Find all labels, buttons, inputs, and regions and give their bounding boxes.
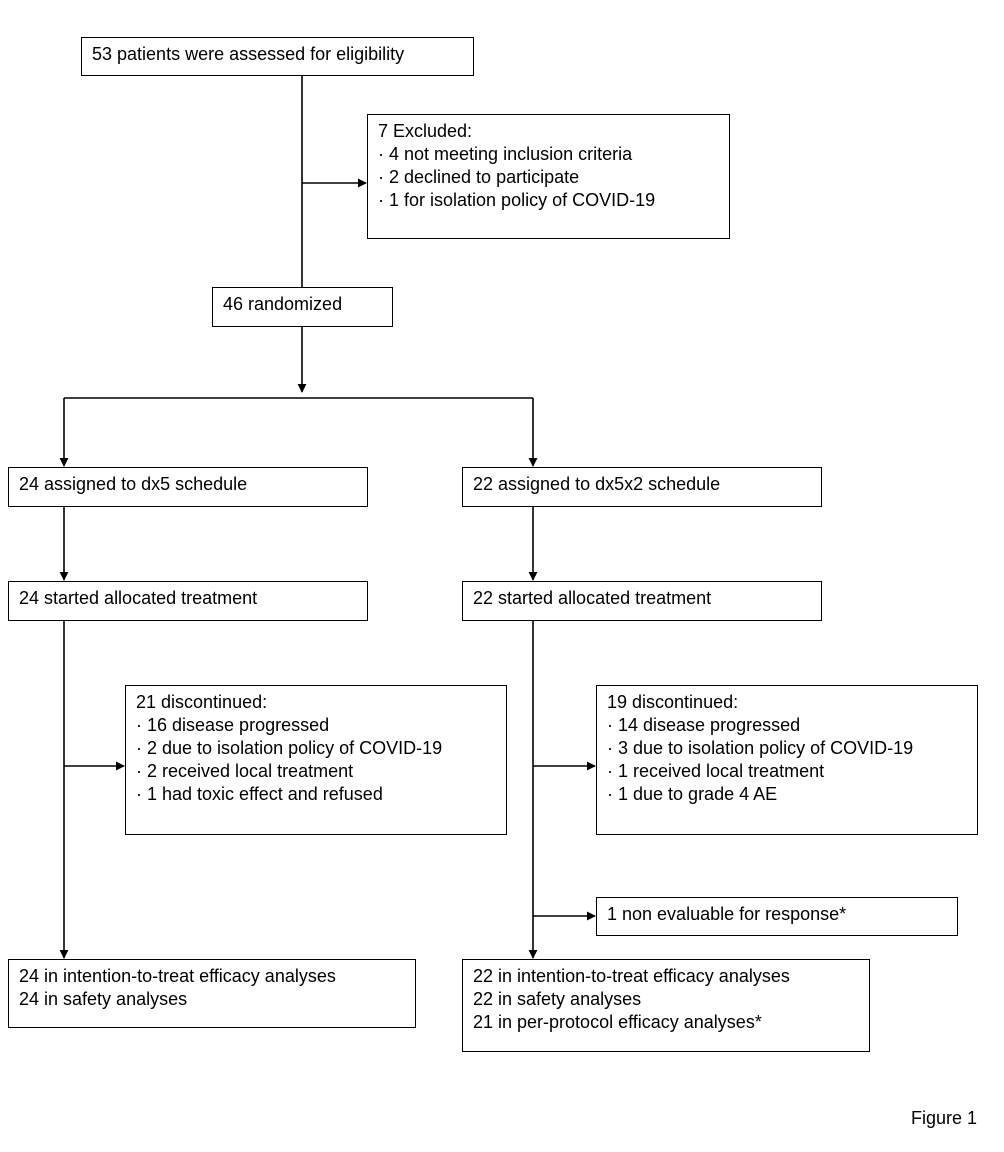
box-line: 22 started allocated treatment	[473, 588, 712, 608]
box-line: 24 in intention-to-treat efficacy analys…	[19, 966, 336, 986]
box-line: · 3 due to isolation policy of COVID-19	[607, 738, 914, 758]
box-line: 53 patients were assessed for eligibilit…	[92, 44, 405, 64]
box-line: 19 discontinued:	[607, 692, 739, 712]
box-line: 22 assigned to dx5x2 schedule	[473, 474, 721, 494]
box-dx5x2-assigned: 22 assigned to dx5x2 schedule	[462, 467, 822, 507]
box-line: 24 started allocated treatment	[19, 588, 258, 608]
box-line: 46 randomized	[223, 294, 343, 314]
box-dx5-analyses: 24 in intention-to-treat efficacy analys…	[8, 959, 416, 1028]
box-line: · 2 received local treatment	[136, 761, 354, 781]
box-line: 24 assigned to dx5 schedule	[19, 474, 248, 494]
box-randomized: 46 randomized	[212, 287, 393, 327]
box-dx5x2-started: 22 started allocated treatment	[462, 581, 822, 621]
box-line: · 1 received local treatment	[607, 761, 825, 781]
box-dx5-assigned: 24 assigned to dx5 schedule	[8, 467, 368, 507]
box-line: 22 in safety analyses	[473, 989, 642, 1009]
box-dx5-discontinued: 21 discontinued: · 16 disease progressed…	[125, 685, 507, 835]
box-line: · 1 had toxic effect and refused	[136, 784, 383, 804]
box-excluded: 7 Excluded: · 4 not meeting inclusion cr…	[367, 114, 730, 239]
box-line: · 16 disease progressed	[136, 715, 330, 735]
box-line: 21 in per-protocol efficacy analyses*	[473, 1012, 762, 1032]
box-line: · 2 due to isolation policy of COVID-19	[136, 738, 443, 758]
box-line: 1 non evaluable for response*	[607, 904, 847, 924]
box-line: 22 in intention-to-treat efficacy analys…	[473, 966, 790, 986]
box-line: · 1 for isolation policy of COVID-19	[378, 190, 656, 210]
box-line: · 2 declined to participate	[378, 167, 580, 187]
box-assessed: 53 patients were assessed for eligibilit…	[81, 37, 474, 76]
box-dx5x2-discontinued: 19 discontinued: · 14 disease progressed…	[596, 685, 978, 835]
box-non-evaluable: 1 non evaluable for response*	[596, 897, 958, 936]
box-line: · 1 due to grade 4 AE	[607, 784, 778, 804]
box-line: · 4 not meeting inclusion criteria	[378, 144, 633, 164]
box-dx5x2-analyses: 22 in intention-to-treat efficacy analys…	[462, 959, 870, 1052]
figure-caption: Figure 1	[911, 1108, 978, 1128]
box-dx5-started: 24 started allocated treatment	[8, 581, 368, 621]
box-line: 21 discontinued:	[136, 692, 268, 712]
box-line: · 14 disease progressed	[607, 715, 801, 735]
box-line: 7 Excluded:	[378, 121, 473, 141]
box-line: 24 in safety analyses	[19, 989, 188, 1009]
